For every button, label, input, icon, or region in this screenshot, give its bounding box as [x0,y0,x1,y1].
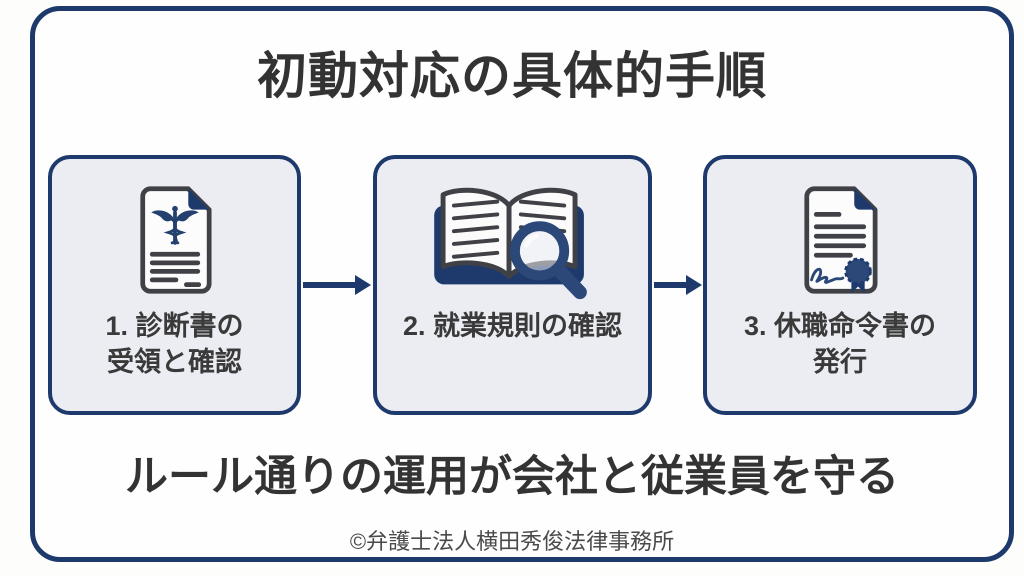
rulebook-magnifier-svg [433,187,587,300]
step-2-line-1: 2. 就業規則の確認 [402,311,623,341]
leave-order-seal-icon [796,175,884,307]
step-box-1: 1. 診断書の 受領と確認 [48,155,301,415]
step-3-line-2: 発行 [813,346,867,377]
conclusion-text: ルール通りの運用が会社と従業員を守る [125,453,899,501]
step-box-3: 3. 休職命令書の 発行 [703,155,977,415]
leave-order-seal-svg [804,186,878,294]
page-title: 初動対応の具体的手順 [257,48,767,104]
arrow-head [686,275,702,295]
rulebook-magnifier-icon [423,175,603,307]
step-1-line-2: 受領と確認 [107,346,242,377]
arrow-icon-2 [654,272,702,298]
arrow-head [355,275,371,295]
medical-certificate-svg [139,186,212,294]
step-1-line-1: 1. 診断書の [105,311,244,341]
step-3-line-1: 3. 休職命令書の [743,311,937,341]
copyright-text: ©弁護士法人横田秀俊法律事務所 [349,529,675,554]
step-label-2: 2. 就業規則の確認 [403,309,622,345]
arrow-shaft [654,282,686,288]
arrow-icon-1 [303,272,371,298]
medical-certificate-icon [132,175,218,307]
arrow-shaft [303,282,355,288]
step-box-2: 2. 就業規則の確認 [373,155,652,415]
step-label-1: 1. 診断書の 受領と確認 [105,309,243,380]
step-label-3: 3. 休職命令書の 発行 [744,309,936,380]
